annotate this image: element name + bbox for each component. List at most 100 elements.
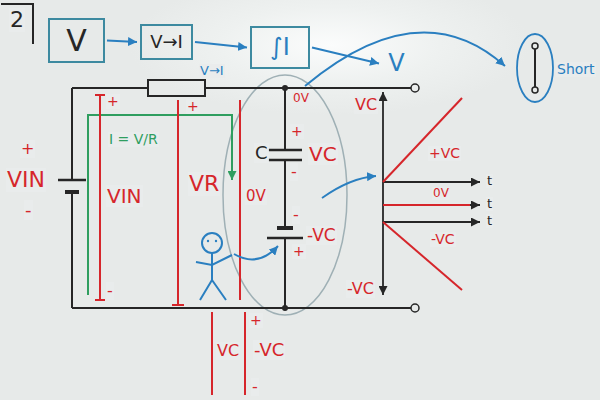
- resistor-symbol: [148, 80, 205, 96]
- callout-arrow: [322, 176, 376, 198]
- bracket-line: [99, 95, 101, 300]
- battery-plate: [65, 190, 79, 194]
- short-terminal: [532, 43, 538, 49]
- node-text: V: [66, 24, 87, 57]
- polarity-sign: -: [106, 282, 114, 300]
- flow-arrow: [312, 48, 379, 64]
- axis-label: t: [486, 174, 493, 188]
- voltage-label: VR: [188, 172, 220, 196]
- axis-label: t: [486, 197, 493, 211]
- figure-pointer: [234, 246, 278, 259]
- figure-eye: [207, 240, 209, 242]
- polarity-sign: -: [24, 200, 33, 220]
- bracket-line: [244, 312, 246, 395]
- note-text: Short: [556, 62, 596, 77]
- flow-arrow: [195, 42, 247, 48]
- wire: [72, 87, 148, 89]
- figure-head: [202, 233, 222, 253]
- trace-label: 0V: [432, 187, 450, 200]
- stick-figure: [196, 233, 278, 300]
- battery-plate: [277, 226, 293, 230]
- flat-trace: [383, 204, 470, 206]
- bracket-line: [239, 100, 241, 300]
- wire: [284, 238, 286, 308]
- terminal: [411, 304, 419, 312]
- capacitor-plate: [268, 159, 302, 162]
- voltage-label: VIN: [6, 168, 46, 192]
- short-outline: [517, 34, 553, 102]
- figure-body: [211, 253, 213, 280]
- figure-arms: [196, 255, 232, 265]
- voltage-label: -VC: [306, 226, 337, 245]
- voltage-label: VC: [216, 342, 240, 360]
- node-text: V→I: [150, 32, 183, 52]
- wire: [72, 307, 411, 309]
- polarity-sign: +: [106, 94, 120, 109]
- node-text: V: [388, 50, 405, 76]
- graph-axes: [383, 92, 480, 295]
- node-voltage: 0V: [245, 188, 267, 205]
- polarity-sign: -: [290, 163, 298, 181]
- trace-label: +VC: [428, 146, 461, 161]
- rising-trace: [383, 98, 462, 182]
- wire: [71, 192, 73, 308]
- polarity-sign: -: [292, 206, 300, 224]
- conversion-note: V→I: [199, 64, 225, 78]
- process-box: V→I: [140, 24, 193, 60]
- polarity-sign: +: [186, 99, 200, 114]
- falling-trace: [383, 222, 462, 290]
- axis-label: VC: [354, 96, 378, 114]
- axis-label: t: [486, 214, 493, 228]
- trace-label: -VC: [430, 232, 456, 247]
- process-box: ∫I: [250, 26, 310, 69]
- short-wire: [534, 49, 536, 87]
- voltage-label: -VC: [253, 340, 285, 360]
- battery-plate: [267, 237, 303, 240]
- section-number: 2: [9, 8, 25, 32]
- battery-plate: [58, 179, 86, 182]
- wire: [284, 88, 286, 150]
- erased-outline: [223, 75, 347, 315]
- wire: [71, 88, 73, 180]
- callout-arrow: [305, 32, 505, 86]
- voltage-label: VC: [308, 143, 338, 165]
- polarity-sign: +: [292, 244, 306, 259]
- figure-eye: [215, 240, 217, 242]
- bracket-tick: [95, 299, 105, 301]
- short-terminal: [532, 87, 538, 93]
- graph-traces: [383, 98, 470, 290]
- current-formula: I = V/R: [108, 132, 159, 147]
- current-loop: [88, 115, 232, 295]
- wire: [284, 160, 286, 228]
- capacitor-plate: [268, 149, 302, 152]
- node-text: ∫I: [270, 34, 290, 60]
- bracket-tick: [95, 94, 105, 96]
- flow-arrow: [107, 41, 137, 43]
- voltage-axis: [382, 92, 384, 295]
- bracket-tick: [172, 304, 184, 306]
- polarity-sign: +: [290, 124, 304, 139]
- signal-node: V: [382, 46, 411, 81]
- time-axis: [383, 181, 480, 183]
- time-axis: [383, 204, 480, 206]
- figure-legs: [200, 280, 226, 300]
- junction-dot: [282, 305, 288, 311]
- voltage-brackets: [95, 95, 245, 395]
- wire: [205, 87, 411, 89]
- time-axis: [383, 221, 480, 223]
- polarity-sign: -: [251, 378, 259, 396]
- polarity-sign: +: [249, 313, 263, 328]
- section-box: [1, 4, 33, 44]
- junction-dot: [282, 85, 288, 91]
- bracket-line: [177, 100, 179, 305]
- polarity-sign: +: [20, 140, 35, 158]
- process-box: V: [48, 18, 105, 63]
- voltage-label: VIN: [106, 185, 143, 207]
- component-label: C: [254, 143, 269, 163]
- circuit-wires: [72, 88, 411, 308]
- axis-label: -VC: [346, 280, 375, 298]
